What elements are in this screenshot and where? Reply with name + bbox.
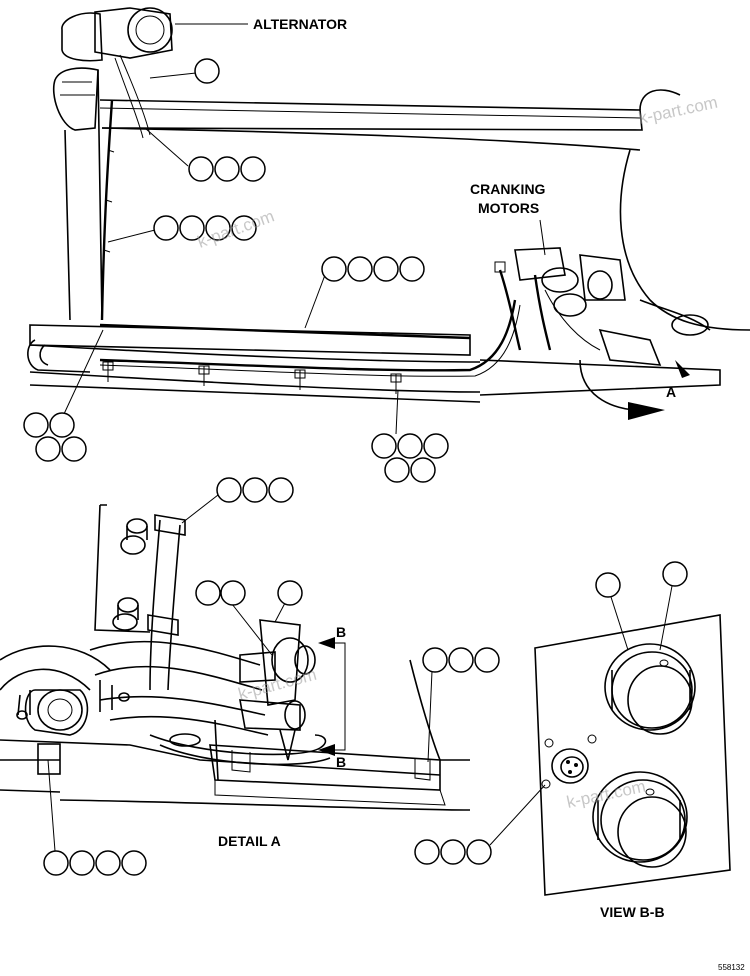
callout-alternator-single <box>149 58 220 84</box>
cranking-motors <box>494 247 711 366</box>
callout-upper-rail <box>304 256 425 329</box>
callout-detail-clips <box>181 477 294 524</box>
cranking-leader <box>539 219 546 256</box>
callout-frame-harness <box>107 215 257 243</box>
watermark: k-part.com <box>637 93 719 128</box>
view-bb-panel <box>534 614 731 896</box>
section-a-label: A <box>666 384 676 400</box>
alternator <box>53 7 173 131</box>
drawing-number: 558132 <box>718 963 745 972</box>
cranking-label-line1: CRANKING <box>470 181 546 197</box>
callout-detail-connector-left <box>195 580 273 656</box>
callout-alternator-wire <box>144 127 266 182</box>
engine-frame-illustration <box>27 7 750 420</box>
watermark: k-part.com <box>195 206 277 251</box>
section-b-bottom-label: B <box>336 754 346 770</box>
callout-view-upper <box>595 561 688 651</box>
section-a-arrow <box>579 359 636 411</box>
alternator-label: ALTERNATOR <box>253 16 347 32</box>
detail-a-illustration <box>0 504 471 811</box>
callout-detail-motor <box>43 759 147 876</box>
callout-view-connector <box>414 784 546 865</box>
section-b-top-label: B <box>336 624 346 640</box>
watermark: k-part.com <box>236 665 318 704</box>
callout-lower-rail <box>371 389 449 483</box>
detail-a-label: DETAIL A <box>218 833 281 849</box>
view-bb-label: VIEW B-B <box>600 904 665 920</box>
callout-detail-connector-right <box>274 580 303 623</box>
callout-left-frame <box>23 329 104 462</box>
cranking-label-line2: MOTORS <box>478 200 539 216</box>
callout-detail-right-clip <box>422 647 500 763</box>
